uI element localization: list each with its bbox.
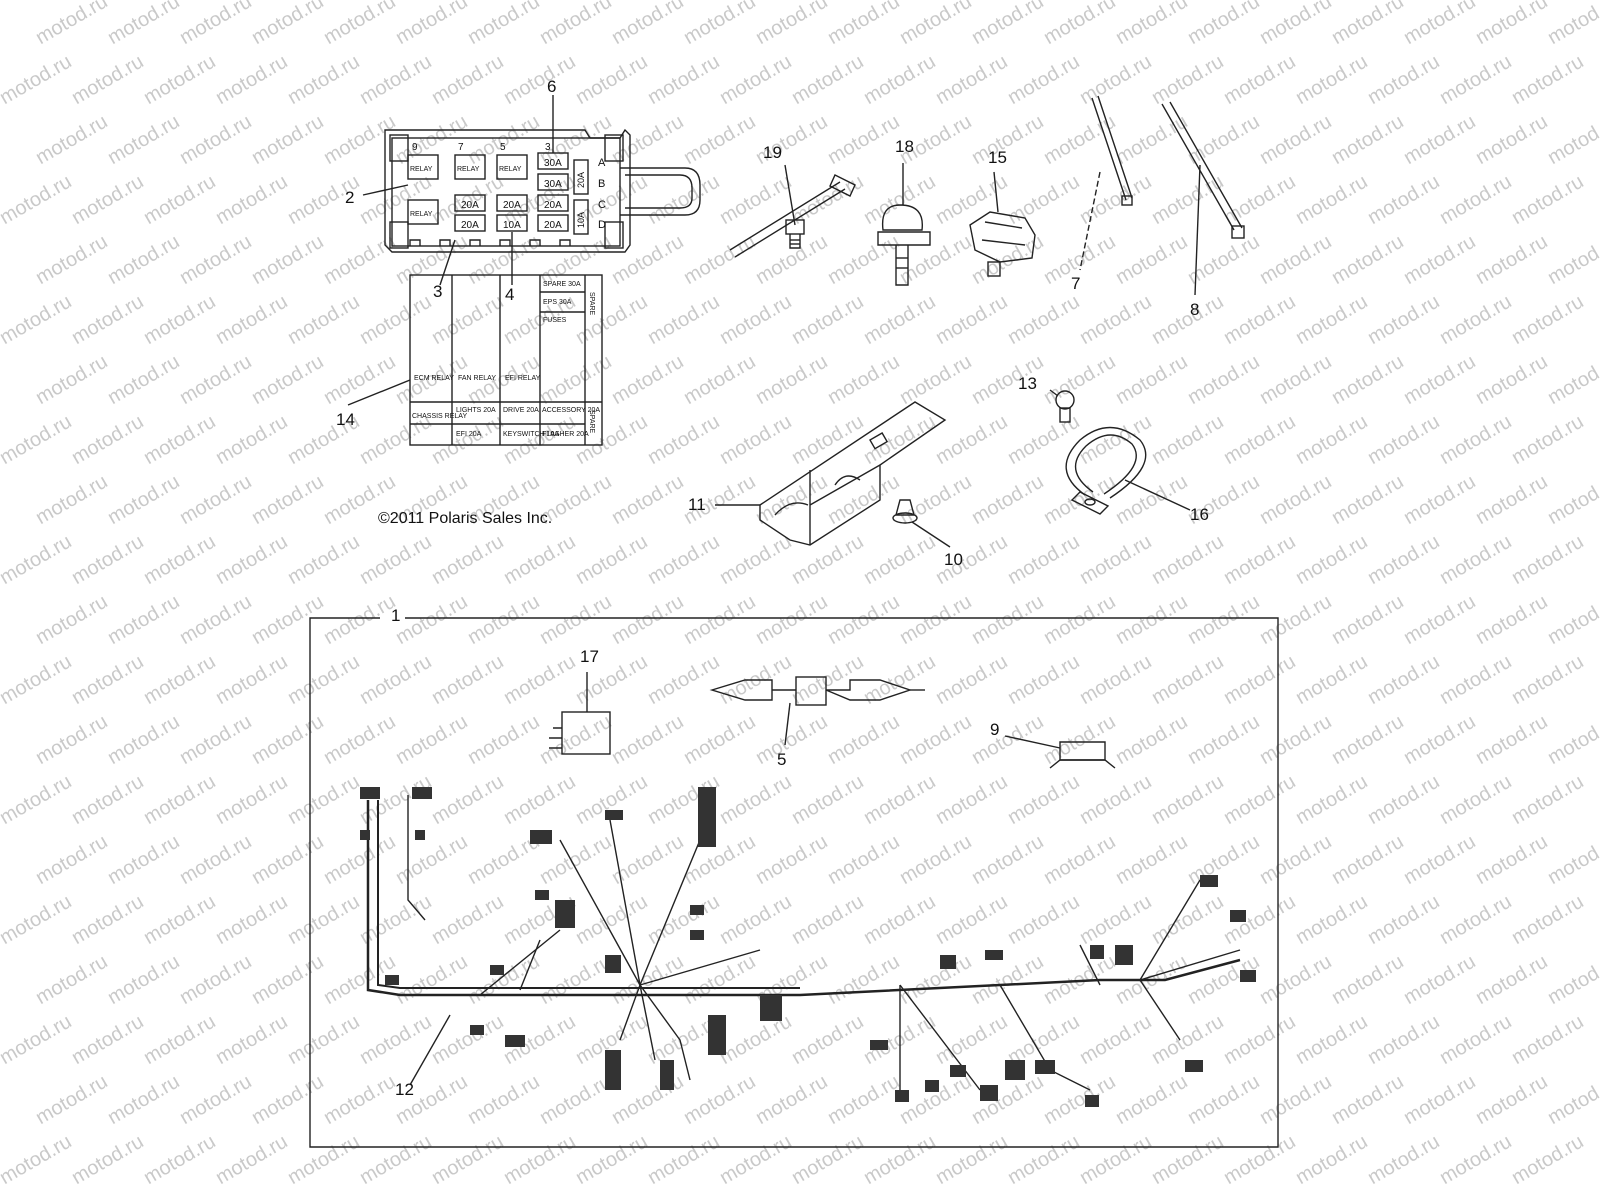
row-label: A (598, 157, 606, 169)
fuse (573, 159, 589, 195)
fuse-box-number: 3 (545, 142, 551, 153)
side-fuse-label: 10A (576, 212, 586, 228)
fuse-label: 30A (544, 158, 562, 169)
decal-cell: ACCESSORY 20A (542, 407, 600, 414)
decal-cell: EPS 30A (543, 299, 572, 306)
fuse-decal-text: ECM RELAY FAN RELAY EFI RELAY SPARE 30A EP… (412, 281, 600, 438)
callout-7: 7 (1071, 274, 1081, 293)
relay (496, 154, 528, 180)
fuse (454, 194, 486, 212)
fuse-label: 30A (544, 179, 562, 190)
fuse-label: 20A (503, 200, 521, 211)
fuse (454, 214, 486, 232)
decal-cell: LIGHTS 20A (456, 407, 496, 414)
callout-12: 12 (395, 1080, 414, 1099)
fuse-label: 20A (461, 200, 479, 211)
decal-cell: FLASHER 20A (542, 431, 589, 438)
fuse-label: 20A (544, 200, 562, 211)
decal-cell: FUSES (543, 317, 567, 324)
decal-cell: DRIVE 20A (503, 407, 539, 414)
fuse-box-number: 5 (500, 142, 506, 153)
copyright-text: ©2011 Polaris Sales Inc. (378, 510, 553, 527)
decal-cell: CHASSIS RELAY (412, 413, 467, 420)
relay-label: RELAY (410, 211, 433, 218)
callout-16: 16 (1190, 505, 1209, 524)
harness-panel (309, 617, 1279, 1148)
decal-cell: KEYSWITCH 10A (503, 431, 559, 438)
wire-clip (877, 163, 931, 286)
tie-strap-clip (729, 164, 856, 258)
fuse-decal (347, 274, 603, 446)
callout-13: 13 (1018, 374, 1037, 393)
decal-cell: EFI RELAY (505, 375, 541, 382)
relay-label: RELAY (457, 166, 480, 173)
callout-18: 18 (895, 137, 914, 156)
fuse-label: 20A (544, 220, 562, 231)
decal-cell: ECM RELAY (414, 375, 454, 382)
row-label: C (598, 199, 606, 211)
callout-3: 3 (433, 282, 443, 301)
fuse (496, 214, 528, 232)
relay (407, 199, 439, 225)
decal-cell: SPARE (588, 410, 595, 434)
relay-label: RELAY (499, 166, 522, 173)
fuse-box-number: 7 (458, 142, 464, 153)
callout-1: 1 (391, 606, 401, 625)
fuse-box (384, 128, 701, 253)
callout-11: 11 (688, 495, 706, 514)
fuse (573, 199, 589, 235)
callout-17: 17 (580, 647, 599, 666)
row-label: B (598, 178, 605, 190)
callout-8: 8 (1190, 300, 1200, 319)
connector-clip (969, 171, 1036, 277)
callout-2: 2 (345, 188, 355, 207)
fuse (537, 173, 569, 191)
row-label: D (598, 219, 606, 231)
relay (454, 154, 486, 180)
fuse-label: 20A (461, 220, 479, 231)
callout-9: 9 (990, 720, 1000, 739)
decal-cell: EFI 20A (456, 431, 482, 438)
callout-19: 19 (763, 143, 782, 162)
callout-14: 14 (336, 410, 355, 429)
fuse (496, 194, 528, 212)
decal-cell: SPARE 30A (543, 281, 581, 288)
fuse-box-number: 9 (412, 142, 418, 153)
side-fuse-label: 20A (576, 172, 586, 188)
callout-4: 4 (505, 285, 515, 304)
callout-15: 15 (988, 148, 1007, 167)
fuse-box-text: 9 7 5 3 RELAY RELAY RELAY RELAY 30A 30A 20A 20… (410, 142, 606, 231)
relay-label: RELAY (410, 166, 433, 173)
fuse (537, 214, 569, 232)
bolt (1049, 389, 1075, 423)
decal-cell: SPARE (588, 292, 595, 316)
p-clamp (1065, 426, 1191, 515)
callout-5: 5 (777, 750, 787, 769)
bracket (715, 401, 947, 546)
callout-10: 10 (944, 550, 963, 569)
callout-6: 6 (547, 77, 557, 96)
cable-ties (1079, 95, 1245, 296)
relay (407, 154, 439, 180)
push-rivet (892, 499, 951, 548)
fuse-label: 10A (503, 220, 521, 231)
fuse (537, 194, 569, 212)
decal-cell: FAN RELAY (458, 375, 496, 382)
